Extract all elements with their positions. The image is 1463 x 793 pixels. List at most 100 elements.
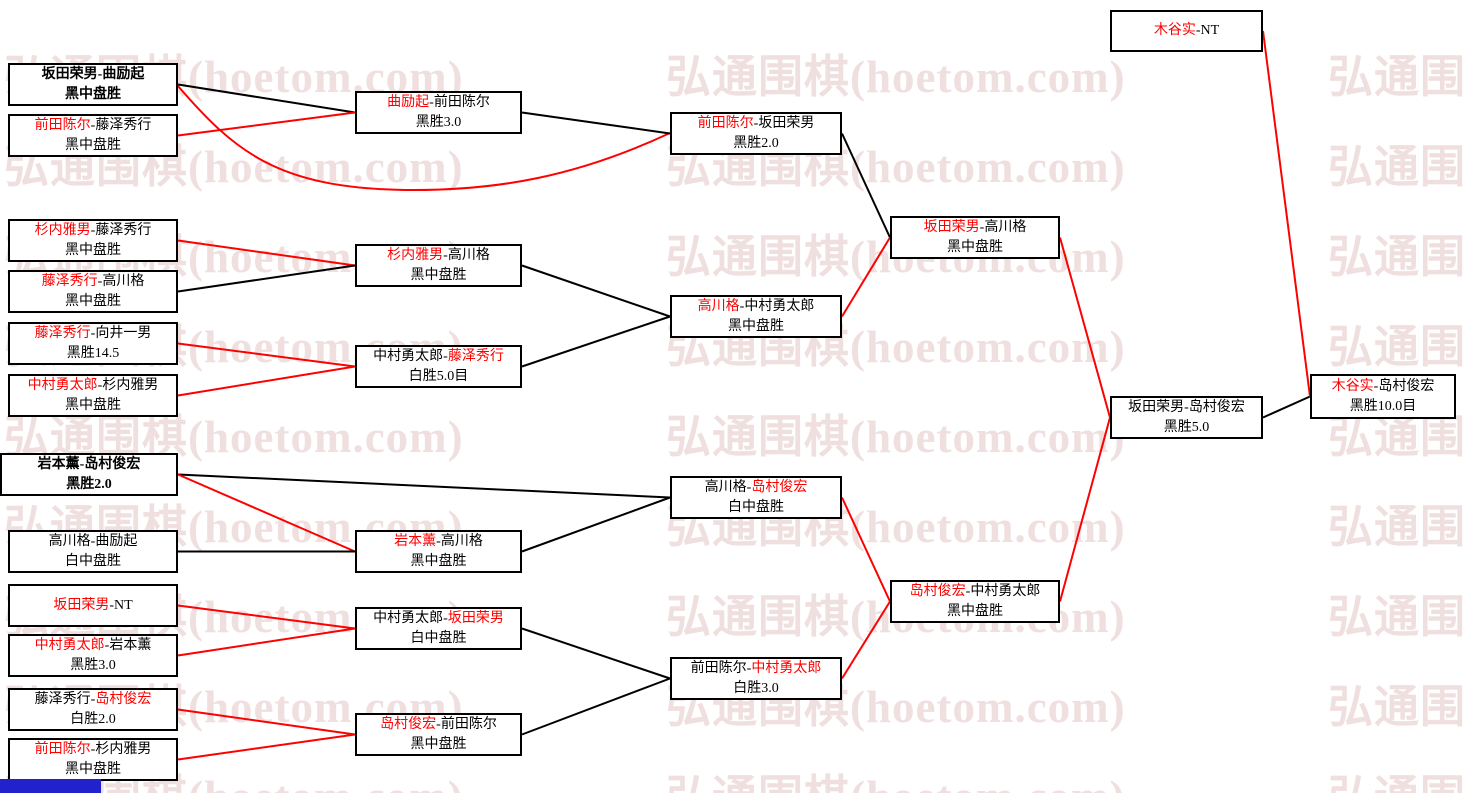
player-name: 木谷实 (1331, 378, 1374, 394)
player-name: 中村勇太郎 (27, 377, 98, 393)
match-result: 黑胜14.5 (66, 345, 120, 361)
match-players: 中村勇太郎-坂田荣男 (373, 609, 504, 629)
player-separator: - (97, 273, 103, 289)
match-box-a4: 藤泽秀行-高川格黑中盘胜 (8, 270, 178, 313)
match-players: 岛村俊宏-中村勇太郎 (910, 582, 1041, 602)
match-result: 黑中盘胜 (410, 736, 467, 752)
player-name: 高川格 (48, 533, 91, 549)
bracket-line (841, 600, 891, 680)
match-result: 黑胜5.0 (1163, 419, 1210, 435)
bracket-line (841, 133, 891, 238)
player-name: 曲励起 (387, 94, 430, 110)
match-result: 黑中盘胜 (410, 267, 467, 283)
player-name: 杉内雅男 (95, 741, 152, 757)
match-box-e1: 坂田荣男-岛村俊宏黑胜5.0 (1110, 396, 1263, 439)
match-players: 藤泽秀行-高川格 (42, 272, 145, 292)
player-name: 高川格 (440, 533, 483, 549)
player-name: 前田陈尔 (34, 741, 91, 757)
player-name: 岛村俊宏 (1378, 378, 1435, 394)
player-name: NT (1200, 23, 1220, 38)
player-name: 岛村俊宏 (751, 479, 808, 495)
player-separator: - (1373, 378, 1379, 394)
match-box-c3: 高川格-岛村俊宏白中盘胜 (670, 476, 842, 519)
player-name: 曲励起 (95, 533, 138, 549)
bracket-line (521, 315, 671, 368)
match-players: 前田陈尔-坂田荣男 (698, 114, 815, 134)
bottom-left-blue-bar (0, 779, 101, 793)
match-result: 白中盘胜 (410, 630, 467, 646)
match-players: 高川格-岛村俊宏 (705, 478, 808, 498)
player-separator: - (90, 117, 96, 133)
bracket-line (177, 365, 356, 397)
player-name: 岩本薰 (37, 456, 80, 472)
match-players: 中村勇太郎-岩本薰 (35, 636, 152, 656)
bracket-line (177, 604, 356, 630)
bracket-line (1262, 395, 1311, 419)
match-players: 岩本薰-高川格 (394, 532, 483, 552)
bracket-line (177, 473, 671, 499)
bracket-line (177, 85, 671, 192)
match-box-c2: 高川格-中村勇太郎黑中盘胜 (670, 295, 842, 338)
player-name: 坂田荣男 (923, 219, 980, 235)
match-box-b2: 杉内雅男-高川格黑中盘胜 (355, 244, 522, 287)
player-name: 岛村俊宏 (909, 583, 966, 599)
player-name: 前田陈尔 (690, 660, 747, 676)
bracket-line (177, 627, 356, 657)
match-players: 杉内雅男-藤泽秀行 (35, 221, 152, 241)
match-box-d2: 岛村俊宏-中村勇太郎黑中盘胜 (890, 580, 1060, 623)
player-separator: - (443, 610, 448, 626)
match-players: 木谷实-岛村俊宏 (1332, 377, 1435, 397)
player-name: 坂田荣男 (41, 66, 98, 82)
match-result: 黑中盘胜 (410, 553, 467, 569)
match-box-a3: 杉内雅男-藤泽秀行黑中盘胜 (8, 219, 178, 262)
player-separator: - (90, 691, 96, 707)
player-name: 杉内雅男 (34, 222, 91, 238)
match-result: 黑胜3.0 (70, 657, 116, 673)
match-players: 坂田荣男-NT (53, 596, 132, 616)
player-name: 前田陈尔 (34, 117, 91, 133)
match-box-d1: 坂田荣男-高川格黑中盘胜 (890, 216, 1060, 259)
bracket-line (177, 733, 356, 761)
match-result: 黑中盘胜 (65, 293, 121, 309)
player-name: 高川格 (697, 298, 740, 314)
player-name: 高川格 (984, 219, 1027, 235)
player-name: 高川格 (102, 273, 145, 289)
match-box-c4: 前田陈尔-中村勇太郎白胜3.0 (670, 657, 842, 700)
match-players: 前田陈尔-杉内雅男 (35, 740, 152, 760)
match-players: 藤泽秀行-向井一男 (35, 324, 152, 344)
match-players: 高川格-曲励起 (49, 532, 138, 552)
match-box-a12: 前田陈尔-杉内雅男黑中盘胜 (8, 738, 178, 781)
match-result: 黑中盘胜 (65, 86, 121, 102)
match-box-a5: 藤泽秀行-向井一男黑胜14.5 (8, 322, 178, 365)
match-result: 黑中盘胜 (65, 137, 121, 153)
bracket-line (177, 111, 356, 137)
player-separator: - (1195, 23, 1201, 38)
bracket-line (1262, 30, 1311, 397)
bracket-line (177, 239, 356, 267)
match-players: 岩本薰-岛村俊宏 (38, 455, 141, 475)
bracket-line (177, 83, 356, 114)
player-separator: - (753, 115, 759, 131)
match-box-a10: 中村勇太郎-岩本薰黑胜3.0 (8, 634, 178, 677)
match-result: 黑中盘胜 (947, 603, 1003, 619)
match-result: 白胜3.0 (733, 680, 779, 696)
player-name: 高川格 (447, 247, 490, 263)
player-separator: - (104, 637, 110, 653)
player-separator: - (436, 716, 441, 732)
player-separator: - (90, 325, 96, 341)
player-separator: - (746, 660, 752, 676)
player-name: 岩本薰 (109, 637, 152, 653)
player-name: 坂田荣男 (758, 115, 815, 131)
match-result: 黑中盘胜 (728, 318, 784, 334)
match-result: 黑中盘胜 (947, 239, 1003, 255)
player-name: 曲励起 (102, 66, 145, 82)
match-players: 前田陈尔-中村勇太郎 (691, 659, 822, 679)
player-separator: - (1184, 399, 1189, 415)
player-name: 中村勇太郎 (751, 660, 822, 676)
player-separator: - (965, 583, 971, 599)
match-box-b1: 曲励起-前田陈尔黑胜3.0 (355, 91, 522, 134)
match-result: 白中盘胜 (728, 499, 784, 515)
player-separator: - (979, 219, 985, 235)
player-name: 向井一男 (95, 325, 152, 341)
player-name: 前田陈尔 (440, 716, 497, 732)
